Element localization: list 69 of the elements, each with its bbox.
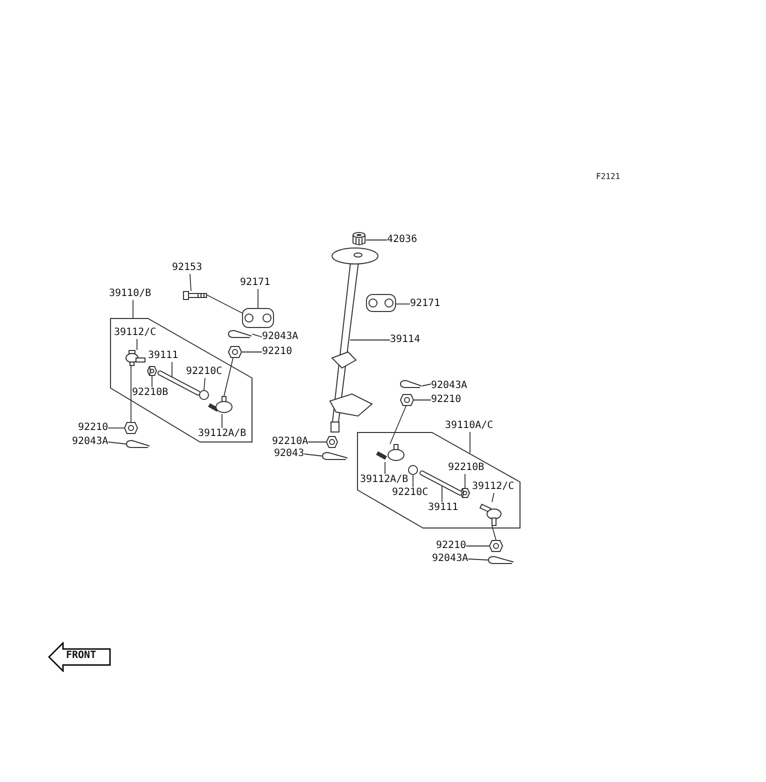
part-number: 39112/C [472, 481, 514, 493]
part-number: 92210B [132, 387, 168, 399]
part-number: 92171 [410, 298, 440, 310]
nut-drawing [124, 422, 138, 434]
nut-drawing [147, 366, 157, 376]
assembly-line [224, 358, 234, 396]
leader-line [132, 300, 134, 318]
part-number: 39110A/C [445, 420, 494, 432]
tie-rod-end-drawing [208, 396, 234, 414]
part-number: 39112/C [114, 327, 156, 339]
figure-number: F2121 [596, 171, 620, 183]
part-number: 92210 [436, 540, 466, 552]
leader-line [422, 384, 432, 386]
assembly-line [492, 526, 496, 540]
clamp-drawing [242, 308, 274, 328]
leader-line [136, 338, 138, 350]
leader-line [468, 558, 488, 560]
part-number: 92210C [186, 366, 222, 378]
tie-rod-end-drawing [376, 444, 406, 462]
part-number: 42036 [387, 234, 418, 246]
cotter-pin-drawing [488, 556, 514, 564]
part-number: 39114 [390, 334, 420, 346]
nut-drawing [400, 394, 414, 406]
part-number: 39111 [148, 350, 178, 362]
nut-drawing [326, 436, 338, 448]
part-number: 92210 [262, 346, 292, 358]
cotter-pin-drawing [228, 330, 252, 338]
ball-joint-drawing [480, 502, 504, 526]
part-number: 92043A [72, 436, 108, 448]
part-number: 92210 [431, 394, 462, 406]
leader-line [464, 474, 466, 488]
assembly-line [390, 406, 406, 444]
clamp-drawing [366, 294, 396, 312]
leader-line [384, 462, 386, 474]
nut-drawing [460, 488, 470, 498]
part-number: 92043A [431, 380, 468, 392]
assembly-line [130, 366, 132, 422]
part-number: 39112A/B [360, 474, 408, 486]
ball-drawing [199, 390, 209, 400]
bushing-drawing [352, 232, 366, 246]
leader-line [252, 334, 262, 338]
assembly-line [206, 294, 244, 314]
part-number: 92210 [78, 422, 108, 434]
part-number: 92210B [448, 462, 484, 474]
part-number: 92043 [274, 448, 304, 460]
leader-line [492, 492, 494, 502]
cotter-pin-drawing [322, 452, 348, 460]
part-number: 39112A/B [198, 428, 246, 440]
bolt-drawing [183, 291, 207, 300]
part-number: 92043A [262, 331, 298, 343]
nut-drawing [489, 540, 503, 552]
leader-line [412, 474, 414, 488]
part-number: 92210C [392, 487, 428, 499]
part-number: 92210A [272, 436, 308, 448]
cotter-pin-drawing [400, 380, 422, 388]
part-number: 39110/B [109, 288, 152, 300]
leader-line [190, 274, 192, 292]
part-number: 92153 [172, 262, 202, 274]
part-number: 92043A [432, 553, 468, 565]
nut-drawing [228, 346, 242, 358]
part-number: 92171 [240, 277, 270, 289]
leader-line [108, 442, 126, 444]
part-number: 39111 [428, 502, 458, 514]
ball-drawing [408, 465, 418, 475]
leader-line [204, 378, 206, 390]
cotter-pin-drawing [126, 440, 150, 448]
direction-label: FRONT [66, 650, 96, 662]
ball-joint-drawing [124, 350, 146, 366]
leader-line [304, 454, 322, 456]
